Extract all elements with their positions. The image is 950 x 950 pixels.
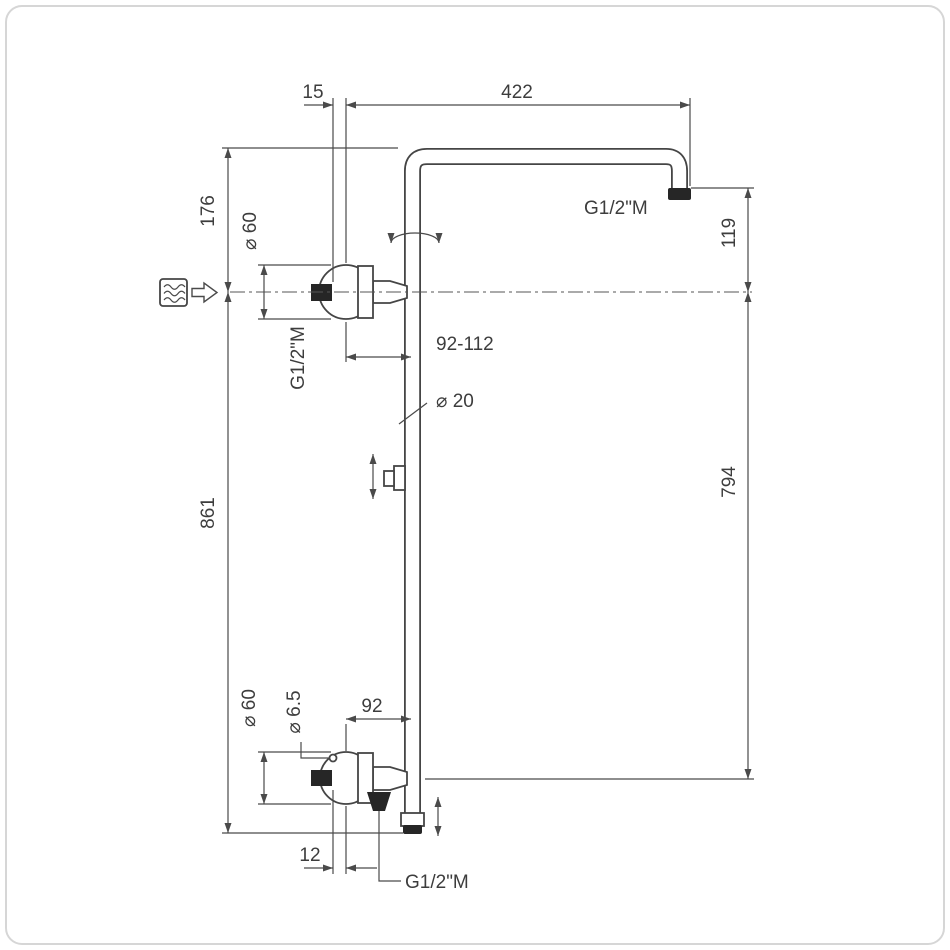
bottom-offset-dimension: 12: [299, 790, 377, 874]
top-dimensions: 15 422: [302, 82, 691, 282]
dim-label-92-112: 92-112: [436, 334, 494, 355]
leader-line: [300, 742, 329, 759]
bottom-thread-dimension: G1/2"M: [378, 811, 469, 893]
slider-knob: [383, 470, 395, 487]
arm-outlet-fitting: [668, 188, 691, 200]
dim-label-15: 15: [302, 82, 323, 103]
screw-hole-diameter-dimension: ⌀ 6.5: [284, 690, 329, 759]
lower-escutcheon: [357, 752, 374, 804]
riser-and-arm-pipe: [404, 148, 688, 829]
lower-wall-distance-dimension: 92: [345, 696, 411, 751]
lower-connector: [372, 766, 408, 791]
upper-flange-diameter-dimension: ⌀ 60: [240, 212, 331, 320]
dim-label-794: 794: [719, 466, 740, 498]
dim-label-dia60-bottom: ⌀ 60: [239, 689, 260, 727]
wall-distance-dimension: 92-112: [345, 322, 494, 362]
dim-label-119: 119: [719, 218, 740, 248]
dim-label-422: 422: [501, 82, 533, 103]
dim-label-861: 861: [198, 497, 219, 529]
flange-screw-hole: [328, 753, 338, 763]
rotation-arrow: [387, 232, 443, 244]
slider-bracket: [369, 454, 406, 499]
dim-label-dia6-5: ⌀ 6.5: [284, 690, 305, 733]
pipe-outline: [404, 148, 688, 829]
leader-line: [378, 811, 401, 882]
leader-line: [398, 402, 428, 425]
bottom-cap-body: [400, 812, 425, 827]
dim-label-176: 176: [198, 195, 219, 227]
left-dimensions: 176 861: [198, 147, 403, 834]
slider-body: [393, 465, 406, 491]
thread-label-top: G1/2"M: [584, 198, 648, 219]
right-dimensions: 119 794: [425, 187, 754, 780]
dim-label-92: 92: [361, 696, 382, 717]
pipe-bore: [405, 149, 687, 829]
dim-label-12: 12: [299, 845, 320, 866]
handshower-outlet: [367, 792, 391, 811]
bottom-cap-tip: [403, 825, 422, 834]
wave-line-3: [163, 297, 186, 303]
wave-line-2: [163, 290, 186, 297]
lower-flange-diameter-dimension: ⌀ 60: [239, 689, 331, 805]
lower-supply-stub: [311, 770, 332, 786]
water-supply-symbol: [159, 278, 219, 307]
riser-bottom-cap: [400, 797, 442, 836]
lower-wall-connection: [311, 751, 408, 811]
water-symbol-box: [159, 278, 188, 307]
thread-label-bottom: G1/2"M: [405, 872, 469, 893]
dim-label-dia60-top: ⌀ 60: [240, 212, 261, 250]
pipe-diameter-dimension: ⌀ 20: [398, 391, 474, 425]
flow-direction-arrow: [191, 281, 219, 304]
thread-label-supply: G1/2"M: [288, 326, 309, 390]
drawing-border: [5, 5, 945, 945]
dim-label-dia20: ⌀ 20: [436, 391, 474, 412]
wave-line-1: [163, 284, 186, 290]
